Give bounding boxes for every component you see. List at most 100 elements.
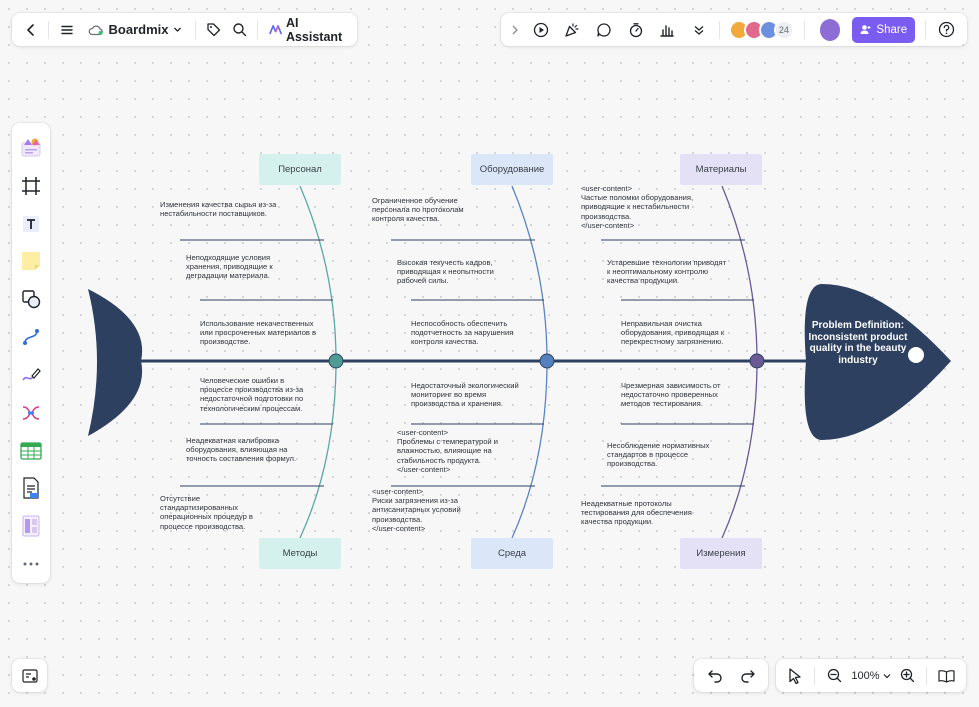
cause-note[interactable]: Отсутствие стандартизированных операцион… — [160, 494, 253, 531]
problem-definition[interactable]: Problem Definition: Inconsistent product… — [808, 320, 908, 366]
cause-note[interactable]: Устаревшие технологии приводят к неоптим… — [607, 258, 727, 286]
zoom-level-dropdown[interactable]: 100% — [851, 670, 890, 682]
cause-note[interactable]: Неадекватные протоколы тестирования для … — [581, 499, 692, 527]
mindmap-icon[interactable] — [12, 394, 50, 432]
left-tools-toolbar — [12, 123, 50, 583]
cloud-icon — [88, 25, 103, 35]
more-down-icon[interactable] — [684, 16, 714, 44]
zoom-toolbar: 100% — [776, 659, 966, 692]
book-icon[interactable] — [932, 662, 962, 690]
redo-icon[interactable] — [733, 662, 763, 690]
sub-branches — [180, 239, 754, 487]
cause-note[interactable]: Человеческие ошибки в процессе производс… — [200, 376, 304, 413]
cause-note[interactable]: Несоблюдение нормативных стандартов в пр… — [607, 441, 710, 469]
add-user-icon — [860, 25, 871, 34]
cause-note[interactable]: Недостаточный экологический мониторинг в… — [411, 381, 519, 409]
category-methods[interactable]: Методы — [259, 538, 341, 569]
chevron-down-icon — [883, 673, 890, 678]
joint-2 — [539, 353, 555, 369]
collaborator-avatars[interactable]: 24 — [728, 19, 794, 40]
cause-note[interactable]: <user-content> Риски загрязнения из-за а… — [372, 487, 461, 533]
top-left-toolbar: Boardmix AI Assistant — [12, 13, 357, 46]
category-equipment[interactable]: Оборудование — [471, 154, 553, 185]
zoom-level: 100% — [851, 669, 880, 682]
collaborator-count[interactable]: 24 — [773, 19, 794, 40]
category-measurement[interactable]: Измерения — [680, 538, 762, 569]
cause-note[interactable]: Чрезмерная зависимость от недостаточно п… — [621, 381, 721, 409]
more-icon[interactable] — [12, 545, 50, 583]
board-name: Boardmix — [108, 22, 169, 37]
bone-environment — [511, 360, 548, 539]
joint-3 — [749, 353, 765, 369]
cause-note[interactable]: <user-content> Частые поломки оборудован… — [581, 184, 694, 230]
share-label: Share — [876, 23, 908, 36]
table-icon[interactable] — [12, 432, 50, 470]
document-icon[interactable] — [12, 469, 50, 507]
cause-note[interactable]: Высокая текучесть кадров, приводящая к н… — [397, 258, 494, 286]
divider — [195, 20, 197, 39]
comment-icon[interactable] — [589, 16, 619, 44]
minimap-toolbar — [12, 659, 47, 692]
zoom-out-icon[interactable] — [820, 662, 850, 690]
cause-note[interactable]: Изменения качества сырья из-за нестабиль… — [160, 200, 277, 219]
joint-1 — [328, 353, 344, 369]
fish-tail — [88, 289, 143, 436]
undo-icon[interactable] — [700, 662, 730, 690]
category-personnel[interactable]: Персонал — [259, 154, 341, 185]
minimap-icon[interactable] — [21, 668, 38, 683]
cause-note[interactable]: Неправильная очистка оборудования, приво… — [621, 319, 725, 347]
chart-icon[interactable] — [653, 16, 683, 44]
templates-icon[interactable] — [12, 129, 50, 167]
pointer-icon[interactable] — [780, 662, 810, 690]
chevron-down-icon — [174, 27, 182, 32]
share-button[interactable]: Share — [852, 16, 916, 43]
divider — [48, 20, 50, 39]
ai-assistant-label: AI Assistant — [285, 15, 343, 44]
divider — [925, 20, 927, 39]
top-right-toolbar: 24 Share — [501, 13, 967, 46]
bone-equipment — [511, 185, 548, 362]
category-materials[interactable]: Материалы — [680, 154, 762, 185]
divider — [814, 666, 816, 685]
tag-icon[interactable] — [203, 16, 224, 44]
play-icon[interactable] — [526, 16, 556, 44]
text-icon[interactable] — [12, 205, 50, 243]
ai-assistant-button[interactable]: AI Assistant — [265, 16, 349, 44]
divider — [926, 666, 928, 685]
sticky-note-icon[interactable] — [12, 242, 50, 280]
zoom-in-icon[interactable] — [892, 662, 922, 690]
cause-note[interactable]: <user-content> Проблемы с температурой и… — [397, 428, 499, 474]
category-environment[interactable]: Среда — [471, 538, 553, 569]
cause-note[interactable]: Неадекватная калибровка оборудования, вл… — [186, 436, 297, 464]
bone-measurement — [721, 360, 758, 539]
menu-icon[interactable] — [56, 16, 77, 44]
shape-icon[interactable] — [12, 280, 50, 318]
bone-methods — [299, 360, 337, 539]
divider — [803, 20, 805, 39]
divider — [718, 20, 720, 39]
fish-head — [804, 284, 951, 440]
timer-icon[interactable] — [621, 16, 651, 44]
current-user-avatar[interactable] — [819, 18, 841, 41]
connector-icon[interactable] — [12, 318, 50, 356]
cause-note[interactable]: Неподходящие условия хранения, приводящи… — [186, 253, 273, 281]
celebrate-icon[interactable] — [557, 16, 587, 44]
cause-note[interactable]: Неспособность обеспечить подотчетность з… — [411, 319, 514, 347]
divider — [257, 20, 258, 39]
help-icon[interactable] — [931, 16, 961, 44]
layout-icon[interactable] — [12, 507, 50, 545]
pen-icon[interactable] — [12, 356, 50, 394]
cause-note[interactable]: Ограниченное обучение персонала по прото… — [372, 196, 464, 224]
expand-icon[interactable] — [507, 16, 524, 44]
frame-icon[interactable] — [12, 167, 50, 205]
ai-logo-icon — [268, 24, 282, 34]
bone-personnel — [299, 185, 337, 362]
cause-note[interactable]: Использование некачественных или просроч… — [200, 319, 317, 347]
back-icon[interactable] — [20, 16, 41, 44]
board-name-dropdown[interactable]: Boardmix — [82, 16, 189, 44]
bone-materials — [721, 185, 758, 362]
search-icon[interactable] — [229, 16, 250, 44]
history-toolbar — [694, 659, 768, 692]
